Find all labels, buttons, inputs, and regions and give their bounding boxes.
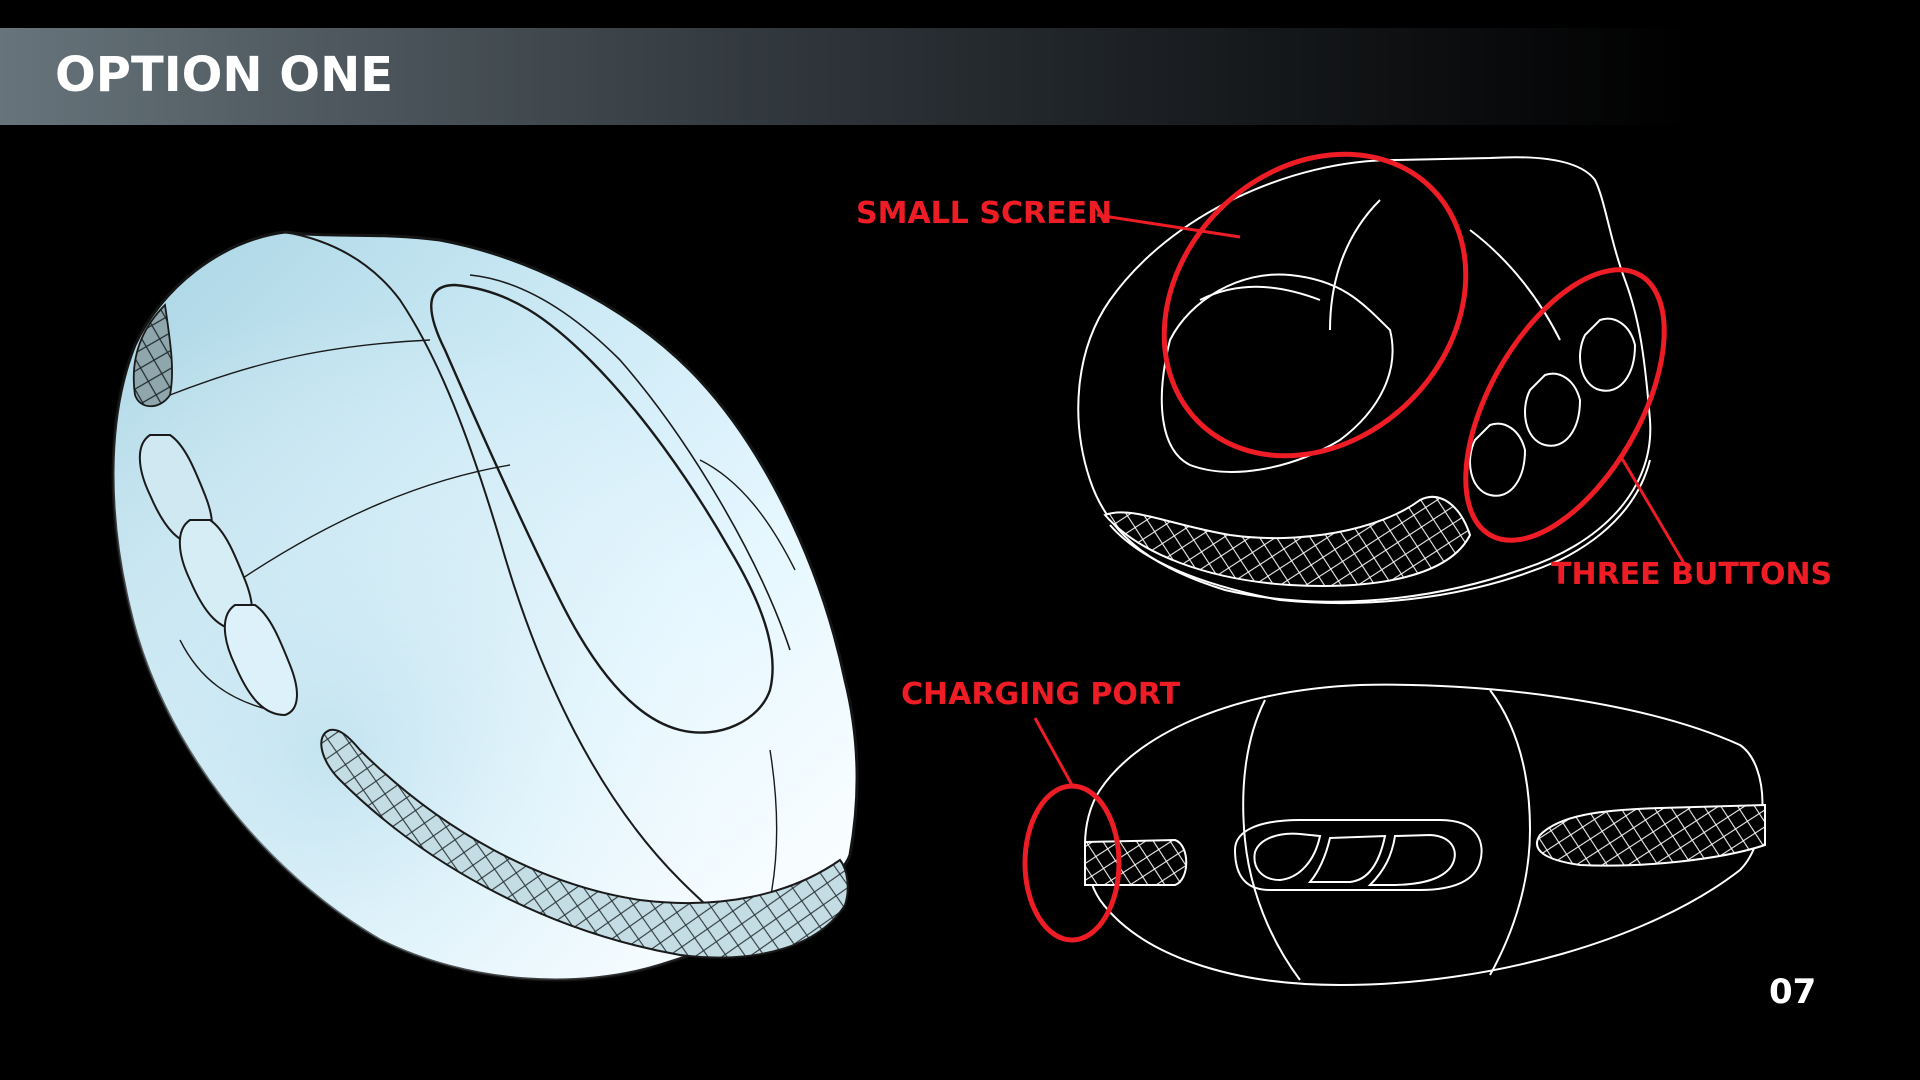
top-view-button-2 xyxy=(1307,834,1387,883)
small-screen-leader-line xyxy=(1096,213,1241,239)
hero-mouse-rendering xyxy=(111,230,859,982)
angled-shell-outline xyxy=(1077,156,1652,603)
top-view-button-group xyxy=(1233,819,1483,891)
top-view-left-mesh xyxy=(1084,838,1188,886)
top-view-mouse-drawing xyxy=(1084,683,1766,987)
top-view-button-1 xyxy=(1253,832,1322,882)
charging-port-leader-line xyxy=(1033,717,1074,786)
angled-mouse-drawing xyxy=(1077,156,1652,604)
callout-annotations xyxy=(1022,151,1687,943)
top-view-button-3 xyxy=(1367,833,1456,886)
slide-title: OPTION ONE xyxy=(55,47,394,103)
hero-top-ridge xyxy=(284,231,761,951)
three-buttons-label: THREE BUTTONS xyxy=(1551,557,1833,592)
top-view-right-mesh xyxy=(1535,803,1766,867)
top-view-outline xyxy=(1084,683,1764,987)
angled-side-mesh xyxy=(1103,495,1472,587)
hero-screen-panel xyxy=(430,283,774,734)
three-buttons-leader-line xyxy=(1618,454,1687,566)
angled-button-2 xyxy=(1524,372,1582,447)
title-bar xyxy=(0,28,1920,125)
charging-port-highlight-ellipse xyxy=(1022,783,1122,943)
small-screen-label: SMALL SCREEN xyxy=(856,196,1113,231)
angled-button-1 xyxy=(1469,422,1527,497)
angled-button-3 xyxy=(1579,317,1637,392)
hero-front-mesh xyxy=(320,728,849,959)
hero-side-mesh xyxy=(132,303,173,408)
small-screen-highlight-ellipse xyxy=(1161,151,1469,459)
hero-button-3 xyxy=(223,604,298,717)
charging-port-label: CHARGING PORT xyxy=(901,677,1181,712)
three-buttons-highlight-ellipse xyxy=(1463,267,1667,543)
page-number: 07 xyxy=(1769,972,1817,1012)
